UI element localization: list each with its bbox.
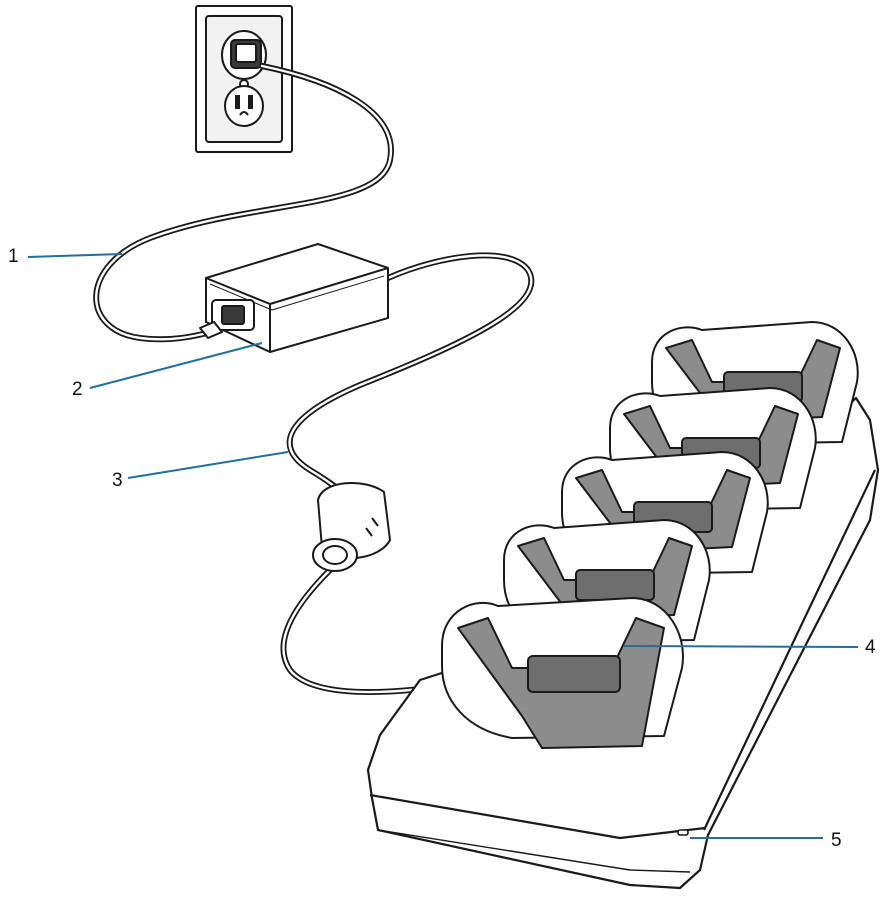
ferrite-core	[313, 483, 390, 571]
cords	[96, 66, 531, 692]
callout-2: 2	[72, 380, 83, 399]
callout-5: 5	[831, 831, 842, 850]
wall-outlet	[196, 6, 292, 152]
leader-2	[90, 343, 262, 388]
callout-1: 1	[8, 247, 19, 266]
power-led	[678, 830, 688, 835]
leader-4	[624, 646, 858, 647]
leader-1	[28, 254, 122, 257]
power-supply-brick	[200, 244, 388, 352]
callout-3: 3	[112, 471, 123, 490]
callout-4: 4	[865, 638, 876, 657]
leader-3	[128, 452, 288, 478]
